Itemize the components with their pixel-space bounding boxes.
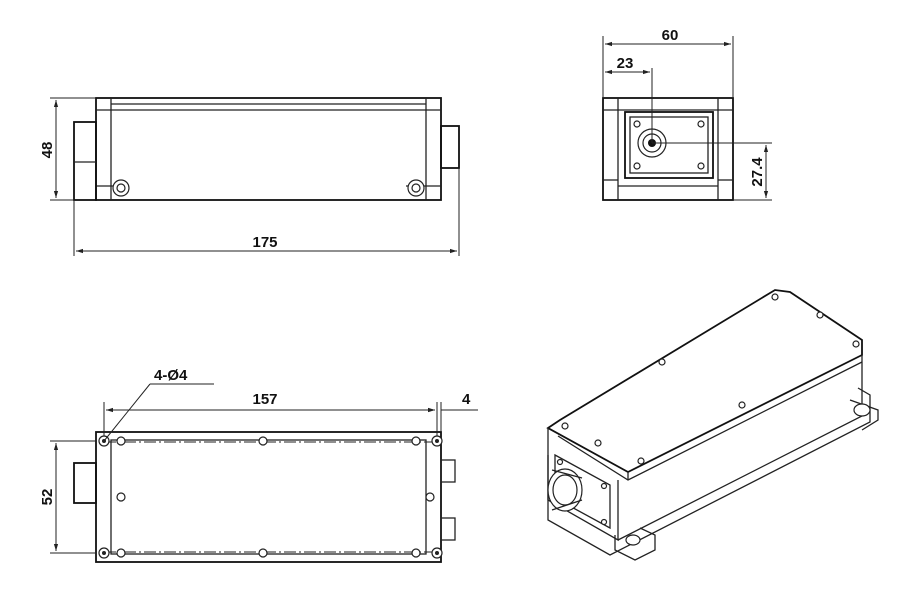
dim-offset-23: 23: [617, 55, 634, 72]
iso-top-face: [546, 289, 863, 474]
mount-hole-icon: [425, 492, 435, 502]
end-body: [602, 97, 734, 201]
screw-icon: [407, 179, 425, 197]
mount-hole-icon: [116, 548, 126, 558]
dim-edge-4: 4: [462, 391, 471, 408]
mount-hole-icon: [411, 436, 421, 446]
top-right-connector: [440, 459, 456, 483]
mount-hole-icon: [431, 435, 443, 447]
dim-spacing-157: 157: [252, 391, 277, 408]
connector-flange: [624, 111, 714, 179]
front-right-connector: [440, 125, 460, 169]
front-left-connector: [73, 121, 97, 201]
dim-height-48: 48: [39, 142, 56, 159]
iso-connector-icon: [547, 468, 583, 512]
mount-hole-icon: [258, 436, 268, 446]
iso-base: [547, 387, 871, 556]
mount-hole-icon: [258, 548, 268, 558]
mount-hole-icon: [98, 547, 110, 559]
top-right-connector: [440, 517, 456, 541]
screw-icon: [112, 179, 130, 197]
dim-holes-4xd4: 4-Ø4: [154, 367, 188, 384]
top-left-connector: [73, 462, 97, 504]
dim-depth-52: 52: [39, 489, 56, 506]
dim-width-60: 60: [662, 27, 679, 44]
dim-length-175: 175: [252, 234, 277, 251]
front-view: 48 175: [39, 97, 460, 256]
mount-hole-icon: [116, 492, 126, 502]
top-body: [95, 431, 442, 563]
top-view: 4-Ø4 157 4 52: [39, 367, 478, 563]
end-view: 60 23 27.4: [602, 27, 772, 201]
isometric-view: [546, 289, 879, 561]
front-body: [95, 97, 442, 201]
mount-hole-icon: [431, 547, 443, 559]
mount-hole-icon: [411, 548, 421, 558]
dim-offset-27-4: 27.4: [749, 157, 766, 187]
mount-hole-icon: [116, 436, 126, 446]
